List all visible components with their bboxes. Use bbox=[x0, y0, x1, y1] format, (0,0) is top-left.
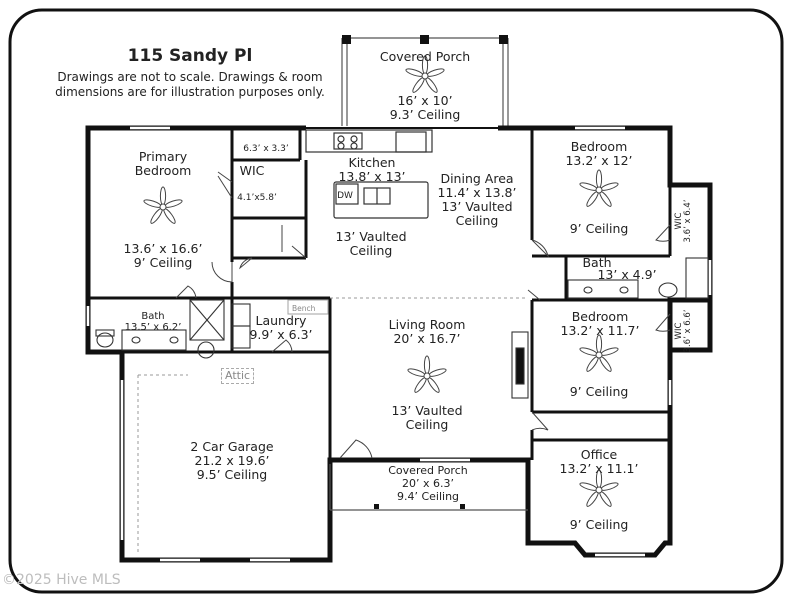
room-name: Kitchen bbox=[348, 155, 396, 170]
room-ceiling-line-1: 13’ Vaulted bbox=[335, 229, 407, 244]
room-name-line-2: Bedroom bbox=[134, 163, 192, 178]
wic-primary-size-top: 6.3’ x 3.3’ bbox=[243, 144, 289, 154]
room-name: Office bbox=[580, 447, 618, 462]
room-living-room-ceiling: 13’ Vaulted Ceiling bbox=[391, 404, 462, 432]
room-size: 20’ x 6.3’ bbox=[402, 477, 454, 490]
room-ceiling-line-2: Ceiling bbox=[405, 417, 449, 432]
room-size: 21.2 x 19.6’ bbox=[194, 453, 270, 468]
covered-porch-front-outline bbox=[329, 464, 528, 511]
wic-mid: WIC 3.6’ x 6.6’ bbox=[674, 309, 693, 353]
room-name: Dining Area bbox=[440, 171, 514, 186]
room-ceiling-line-1: 13’ Vaulted bbox=[441, 199, 513, 214]
room-ceiling-line-2: Ceiling bbox=[455, 213, 499, 228]
room-name: Bedroom bbox=[570, 139, 628, 154]
room-size: 13.2’ x 11.1’ bbox=[559, 461, 639, 476]
room-size: 9.9’ x 6.3’ bbox=[249, 327, 313, 342]
front-porch-posts bbox=[374, 504, 465, 509]
dishwasher-label: DW bbox=[337, 191, 353, 201]
address-title: 115 Sandy Pl bbox=[127, 46, 253, 66]
ceiling-fan-icon bbox=[579, 469, 619, 507]
window-lines bbox=[119, 125, 645, 563]
ceiling-fan-icon bbox=[579, 169, 619, 207]
windows bbox=[86, 126, 712, 562]
room-ceiling-line-1: 13’ Vaulted bbox=[391, 403, 463, 418]
page-frame bbox=[8, 8, 784, 594]
ceiling-fan-icon bbox=[407, 355, 447, 393]
room-covered-porch-front: Covered Porch 20’ x 6.3’ 9.4’ Ceiling bbox=[388, 464, 468, 503]
room-name: Bedroom bbox=[571, 309, 629, 324]
ceiling-fan-icon bbox=[579, 334, 619, 372]
room-ceiling: 9’ Ceiling bbox=[133, 255, 193, 270]
room-bedroom-top-ceiling: 9’ Ceiling bbox=[569, 221, 629, 236]
room-primary-bedroom-details: 13.6’ x 16.6’ 9’ Ceiling bbox=[124, 242, 203, 270]
room-bath-mid-name: Bath bbox=[582, 255, 612, 270]
porch-posts bbox=[342, 35, 508, 44]
wic-primary-size-bottom: 4.1’x5.8’ bbox=[237, 193, 277, 203]
attic-label: Attic bbox=[221, 368, 255, 384]
room-kitchen: Kitchen 13.8’ x 13’ bbox=[338, 156, 405, 184]
room-bath-mid-size: 13’ x 4.9’ bbox=[597, 267, 657, 282]
room-size: 16’ x 10’ bbox=[397, 93, 453, 108]
room-ceiling-line-2: Ceiling bbox=[349, 243, 393, 258]
room-size: 13.5’ x 6.2’ bbox=[124, 322, 182, 333]
room-office: Office 13.2’ x 11.1’ bbox=[560, 448, 639, 476]
wic-top: WIC 3.6’ x 6.4’ bbox=[674, 199, 693, 243]
room-bedroom-mid: Bedroom 13.2’ x 11.7’ bbox=[561, 310, 640, 338]
wic-size: 3.6’ x 6.6’ bbox=[683, 309, 693, 353]
room-office-ceiling: 9’ Ceiling bbox=[569, 517, 629, 532]
disclaimer-line-2: dimensions are for illustration purposes… bbox=[55, 85, 325, 99]
room-ceiling: 9.4’ Ceiling bbox=[396, 490, 460, 503]
room-ceiling: 9.3’ Ceiling bbox=[389, 107, 461, 122]
ceiling-fans bbox=[143, 55, 619, 507]
open-dividers bbox=[137, 297, 528, 555]
room-name: Laundry bbox=[255, 313, 307, 328]
wic-bump bbox=[670, 297, 713, 353]
room-covered-porch-back: Covered Porch bbox=[380, 50, 470, 64]
watermark: ©2025 Hive MLS bbox=[2, 572, 121, 588]
bath-fixtures bbox=[95, 257, 709, 399]
ceiling-fan-icon bbox=[405, 55, 445, 93]
room-bedroom-top: Bedroom 13.2’ x 12’ bbox=[565, 140, 632, 168]
room-size: 13.2’ x 12’ bbox=[565, 153, 633, 168]
room-size: 13.2’ x 11.7’ bbox=[560, 323, 640, 338]
room-name: Bath bbox=[141, 311, 165, 322]
room-name: 2 Car Garage bbox=[190, 439, 274, 454]
room-size: 11.4’ x 13.8’ bbox=[437, 185, 517, 200]
room-living-room: Living Room 20’ x 16.7’ bbox=[389, 318, 466, 346]
room-bath-primary: Bath 13.5’ x 6.2’ bbox=[125, 311, 182, 333]
room-name: Covered Porch bbox=[379, 49, 471, 64]
room-covered-porch-back-details: 16’ x 10’ 9.3’ Ceiling bbox=[390, 94, 461, 122]
room-bedroom-mid-ceiling: 9’ Ceiling bbox=[569, 384, 629, 399]
room-ceiling: 9.5’ Ceiling bbox=[196, 467, 268, 482]
wic-size: 3.6’ x 6.4’ bbox=[683, 199, 693, 243]
wic-primary-name: WIC bbox=[239, 163, 265, 178]
room-garage: 2 Car Garage 21.2 x 19.6’ 9.5’ Ceiling bbox=[190, 440, 273, 482]
disclaimer-line-1: Drawings are not to scale. Drawings & ro… bbox=[57, 70, 323, 84]
door-swings bbox=[175, 171, 671, 459]
room-laundry: Laundry 9.9’ x 6.3’ bbox=[249, 314, 312, 342]
room-dining-area: Dining Area 11.4’ x 13.8’ 13’ Vaulted Ce… bbox=[438, 172, 517, 228]
room-name-line-1: Primary bbox=[138, 149, 188, 164]
room-primary-bedroom: Primary Bedroom bbox=[135, 150, 192, 178]
room-name: Living Room bbox=[388, 317, 466, 332]
bench-label: Bench bbox=[292, 304, 316, 313]
ceiling-fan-icon bbox=[143, 186, 183, 224]
room-size: 20’ x 16.7’ bbox=[393, 331, 461, 346]
room-name: Covered Porch bbox=[388, 464, 468, 477]
room-size: 13.8’ x 13’ bbox=[338, 169, 406, 184]
room-size: 13.6’ x 16.6’ bbox=[123, 241, 203, 256]
disclaimer-text: Drawings are not to scale. Drawings & ro… bbox=[55, 70, 325, 100]
kitchen-fixtures bbox=[305, 129, 433, 219]
room-kitchen-ceiling: 13’ Vaulted Ceiling bbox=[335, 230, 406, 258]
